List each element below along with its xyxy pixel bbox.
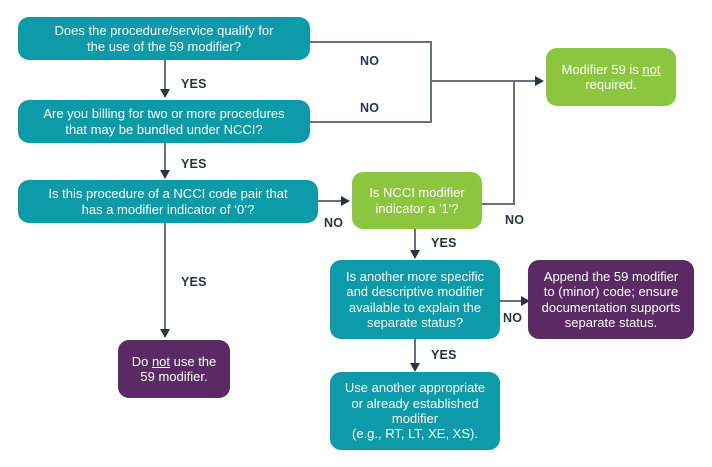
edge-q5-yes-line bbox=[414, 338, 416, 366]
edge-q1-to-q2-arrowhead bbox=[160, 89, 170, 98]
outcome-node-use-another-modifier[interactable]: Use another appropriate or already estab… bbox=[330, 372, 500, 450]
outcome-do-not-use-emphasis: not bbox=[151, 353, 171, 369]
edge-q5-no-horizontal bbox=[500, 300, 524, 302]
decision-node-billing-two-or-more-text: Are you billing for two or more procedur… bbox=[43, 106, 285, 137]
outcome-do-not-use-suffix: use the 59 modifier. bbox=[140, 353, 217, 384]
edge-q4-no-horizontal bbox=[482, 203, 515, 205]
edge-label-q5-no: NO bbox=[503, 311, 523, 325]
edge-no-to-not-required-horizontal bbox=[430, 80, 540, 82]
edge-q2-to-q3-line bbox=[164, 142, 166, 173]
edge-no-merge-vertical bbox=[430, 41, 432, 123]
outcome-node-append-59-modifier-text: Append the 59 modifier to (minor) code; … bbox=[541, 268, 681, 330]
edge-label-q3-no: NO bbox=[324, 216, 344, 230]
edge-label-q5-yes: YES bbox=[431, 348, 457, 362]
decision-node-another-specific-modifier-text: Is another more specific and descriptive… bbox=[345, 268, 484, 330]
decision-node-billing-two-or-more[interactable]: Are you billing for two or more procedur… bbox=[18, 100, 310, 143]
edge-label-q2-no: NO bbox=[360, 101, 380, 115]
edge-q3-no-arrowhead bbox=[341, 196, 350, 206]
edge-label-q4-yes: YES bbox=[431, 236, 457, 250]
decision-node-qualify-59-modifier-text: Does the procedure/service qualify for t… bbox=[54, 23, 274, 54]
outcome-node-modifier-59-not-required-text: Modifier 59 is not required. bbox=[554, 62, 668, 93]
decision-node-ncci-code-pair-indicator-0-text: Is this procedure of a NCCI code pair th… bbox=[48, 186, 288, 217]
outcome-node-modifier-59-not-required[interactable]: Modifier 59 is not required. bbox=[546, 48, 676, 106]
edge-label-q3-yes: YES bbox=[181, 275, 207, 289]
decision-node-qualify-59-modifier[interactable]: Does the procedure/service qualify for t… bbox=[18, 17, 310, 60]
outcome-node-do-not-use-59-modifier-text: Do not use the 59 modifier. bbox=[126, 354, 222, 385]
decision-node-ncci-code-pair-indicator-0[interactable]: Is this procedure of a NCCI code pair th… bbox=[18, 180, 318, 223]
decision-node-another-specific-modifier[interactable]: Is another more specific and descriptive… bbox=[330, 260, 500, 339]
outcome-do-not-use-prefix: Do bbox=[131, 353, 152, 369]
outcome-not-required-prefix: Modifier 59 is bbox=[561, 61, 643, 77]
edge-q4-no-vertical bbox=[513, 80, 515, 205]
edge-q3-yes-arrowhead bbox=[160, 329, 170, 338]
edge-q3-no-horizontal bbox=[318, 200, 344, 202]
edge-q4-yes-arrowhead bbox=[410, 250, 420, 259]
edge-q2-to-q3-arrowhead bbox=[160, 170, 170, 179]
edge-q5-no-arrowhead bbox=[521, 296, 530, 306]
edge-q4-yes-line bbox=[414, 228, 416, 253]
edge-label-q4-no: NO bbox=[505, 213, 525, 227]
edge-q3-yes-line bbox=[164, 222, 166, 332]
edge-q1-to-q2-line bbox=[164, 59, 166, 92]
edge-label-q1-no: NO bbox=[360, 54, 380, 68]
outcome-node-use-another-modifier-text: Use another appropriate or already estab… bbox=[344, 380, 486, 442]
decision-node-ncci-modifier-indicator-1-text: Is NCCI modifier indicator a '1'? bbox=[369, 185, 465, 216]
edge-no-to-not-required-arrowhead bbox=[535, 76, 544, 86]
outcome-not-required-emphasis: not bbox=[642, 61, 661, 77]
edge-label-q2-yes: YES bbox=[181, 157, 207, 171]
edge-q2-no-horizontal bbox=[310, 121, 432, 123]
edge-q5-yes-arrowhead bbox=[410, 363, 420, 372]
outcome-node-append-59-modifier[interactable]: Append the 59 modifier to (minor) code; … bbox=[528, 260, 694, 339]
outcome-not-required-suffix: required. bbox=[585, 77, 637, 92]
edge-label-q1-yes: YES bbox=[181, 77, 207, 91]
decision-node-ncci-modifier-indicator-1[interactable]: Is NCCI modifier indicator a '1'? bbox=[352, 172, 482, 229]
edge-q1-no-horizontal bbox=[310, 41, 432, 43]
outcome-node-do-not-use-59-modifier[interactable]: Do not use the 59 modifier. bbox=[118, 340, 230, 398]
